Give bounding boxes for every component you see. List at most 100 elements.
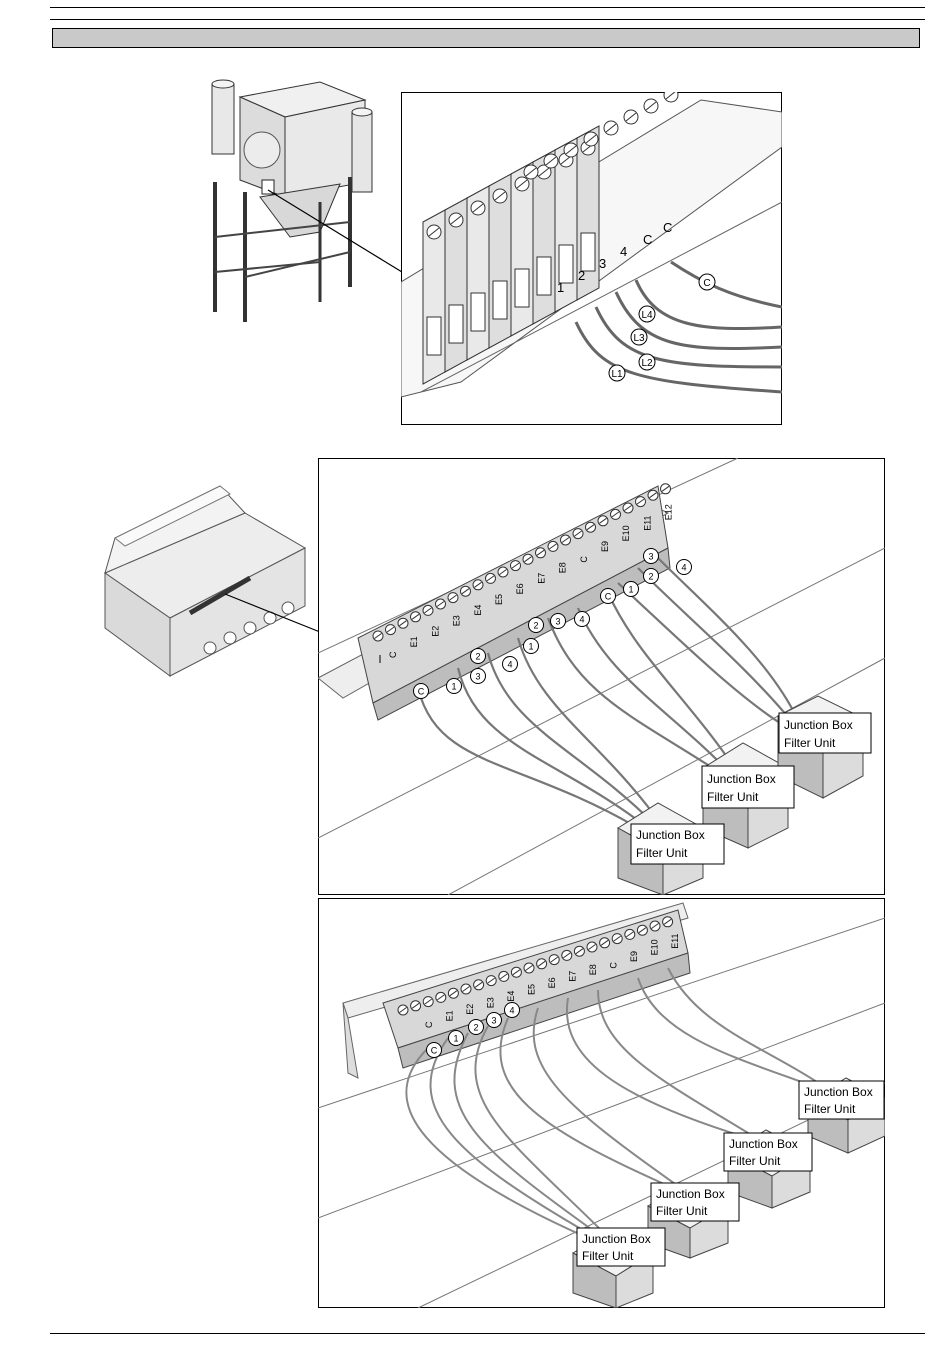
bot-terminal-label: E10 bbox=[650, 939, 660, 955]
svg-text:L2: L2 bbox=[641, 358, 653, 369]
svg-text:C: C bbox=[418, 687, 425, 697]
mid-junction-label-1: Junction Box Filter Unit bbox=[630, 823, 725, 865]
bot-terminal-label: E4 bbox=[506, 991, 516, 1002]
top-terminal-body bbox=[422, 209, 446, 385]
middle-leader-line bbox=[224, 593, 321, 633]
mid-callout-circle: 3 bbox=[470, 668, 486, 684]
wire-label-l2: L2 bbox=[638, 353, 656, 371]
bot-callout-circle: C bbox=[426, 1042, 442, 1058]
svg-text:4: 4 bbox=[509, 1006, 514, 1016]
mid-terminal-label: C bbox=[388, 651, 398, 658]
mid-callout-circle: 4 bbox=[574, 611, 590, 627]
top-terminal-label-3: 3 bbox=[599, 256, 606, 271]
bot-terminal-label: E11 bbox=[670, 933, 680, 948]
svg-text:L3: L3 bbox=[633, 333, 645, 344]
mid-terminal-label: E4 bbox=[473, 605, 483, 616]
top-terminal-body bbox=[554, 137, 578, 313]
mid-terminal-label: E12 bbox=[664, 504, 674, 520]
svg-text:Filter Unit: Filter Unit bbox=[784, 736, 836, 750]
mid-callout-circle: 3 bbox=[550, 613, 566, 629]
svg-text:Junction Box: Junction Box bbox=[804, 1085, 873, 1099]
svg-text:Junction Box: Junction Box bbox=[784, 718, 853, 732]
top-leader-line bbox=[267, 189, 403, 273]
svg-text:2: 2 bbox=[533, 621, 538, 631]
mid-terminal-label: E7 bbox=[536, 573, 546, 584]
svg-text:Junction Box: Junction Box bbox=[656, 1187, 725, 1201]
bot-callout-circle: 3 bbox=[486, 1012, 502, 1028]
mid-callout-circle: 2 bbox=[470, 648, 486, 664]
wire-label-l3: L3 bbox=[630, 328, 648, 346]
bot-junction-label-1: Junction Box Filter Unit bbox=[576, 1227, 666, 1267]
svg-text:1: 1 bbox=[528, 642, 533, 652]
mid-terminal-label: E9 bbox=[600, 541, 610, 552]
svg-text:Junction Box: Junction Box bbox=[729, 1137, 798, 1151]
svg-text:Filter Unit: Filter Unit bbox=[636, 846, 688, 860]
svg-text:3: 3 bbox=[555, 617, 560, 627]
bot-terminal-label: E7 bbox=[568, 971, 578, 982]
mid-terminal-label: E3 bbox=[452, 615, 462, 626]
wire-label-l1: L1 bbox=[608, 364, 626, 382]
mid-callout-circle: C bbox=[600, 588, 616, 604]
top-terminal-body bbox=[510, 161, 534, 337]
top-terminal-body bbox=[576, 125, 600, 301]
header-rule-bottom bbox=[50, 19, 925, 20]
svg-text:4: 4 bbox=[579, 615, 584, 625]
top-terminal-body bbox=[532, 149, 556, 325]
mid-callout-circle: 1 bbox=[446, 678, 462, 694]
bot-terminal-label: E6 bbox=[547, 977, 557, 988]
svg-text:Filter Unit: Filter Unit bbox=[656, 1204, 708, 1218]
svg-text:C: C bbox=[703, 278, 710, 289]
svg-text:2: 2 bbox=[475, 652, 480, 662]
svg-text:Filter Unit: Filter Unit bbox=[582, 1249, 634, 1263]
svg-text:1: 1 bbox=[453, 1034, 458, 1044]
bot-callout-circle: 1 bbox=[448, 1030, 464, 1046]
mid-junction-label-2: Junction Box Filter Unit bbox=[701, 765, 795, 809]
top-terminal-label-1: 1 bbox=[557, 280, 564, 295]
top-terminal-label-c2: C bbox=[663, 220, 672, 235]
bot-callout-circle: 4 bbox=[504, 1002, 520, 1018]
top-terminal-body bbox=[488, 173, 512, 349]
mid-terminal-label: E2 bbox=[430, 626, 440, 637]
top-terminal-screw bbox=[663, 92, 679, 103]
mid-terminal-label: E11 bbox=[642, 515, 652, 530]
top-terminal-label-2: 2 bbox=[578, 268, 585, 283]
header-rule-top bbox=[50, 7, 925, 8]
wire-label-c: C bbox=[698, 273, 716, 291]
mid-callout-circle: 2 bbox=[528, 617, 544, 633]
svg-text:L1: L1 bbox=[611, 369, 623, 380]
footer-rule bbox=[50, 1333, 925, 1334]
mid-callout-circle: 2 bbox=[643, 568, 659, 584]
svg-text:3: 3 bbox=[475, 672, 480, 682]
bot-terminal-label: E8 bbox=[588, 964, 598, 975]
section-title-bar bbox=[52, 28, 920, 48]
mid-terminal-label: E10 bbox=[621, 525, 631, 541]
svg-text:3: 3 bbox=[648, 552, 653, 562]
svg-text:2: 2 bbox=[473, 1023, 478, 1033]
top-terminal-body bbox=[444, 197, 468, 373]
svg-text:4: 4 bbox=[681, 563, 686, 573]
svg-text:Filter Unit: Filter Unit bbox=[729, 1154, 781, 1168]
svg-text:Junction Box: Junction Box bbox=[636, 828, 705, 842]
svg-text:2: 2 bbox=[648, 572, 653, 582]
bot-terminal-label: E2 bbox=[465, 1004, 475, 1015]
mid-terminal-label: C bbox=[579, 556, 589, 563]
terminal-block-detail-top: 1 2 3 4 C C L4 L3 L2 L1 C bbox=[401, 92, 782, 425]
bot-terminal-label: E5 bbox=[527, 984, 537, 995]
mid-callout-circle: C bbox=[413, 683, 429, 699]
svg-text:L4: L4 bbox=[641, 310, 653, 321]
wire-label-l4: L4 bbox=[638, 305, 656, 323]
svg-text:4: 4 bbox=[507, 660, 512, 670]
bot-terminal-label: E3 bbox=[486, 997, 496, 1008]
bot-terminal-label: C bbox=[609, 962, 619, 969]
svg-text:1: 1 bbox=[628, 585, 633, 595]
top-terminal-label-c1: C bbox=[643, 232, 652, 247]
svg-text:C: C bbox=[431, 1046, 438, 1056]
mid-callout-circle: 3 bbox=[643, 548, 659, 564]
mid-callout-circle: 4 bbox=[676, 559, 692, 575]
filter-unit-overview-illustration bbox=[211, 79, 373, 322]
mid-callout-circle: 1 bbox=[623, 581, 639, 597]
svg-text:C: C bbox=[605, 592, 612, 602]
svg-text:Junction Box: Junction Box bbox=[582, 1232, 651, 1246]
top-terminal-label-4: 4 bbox=[620, 244, 627, 259]
mid-terminal-label: E8 bbox=[558, 562, 568, 573]
